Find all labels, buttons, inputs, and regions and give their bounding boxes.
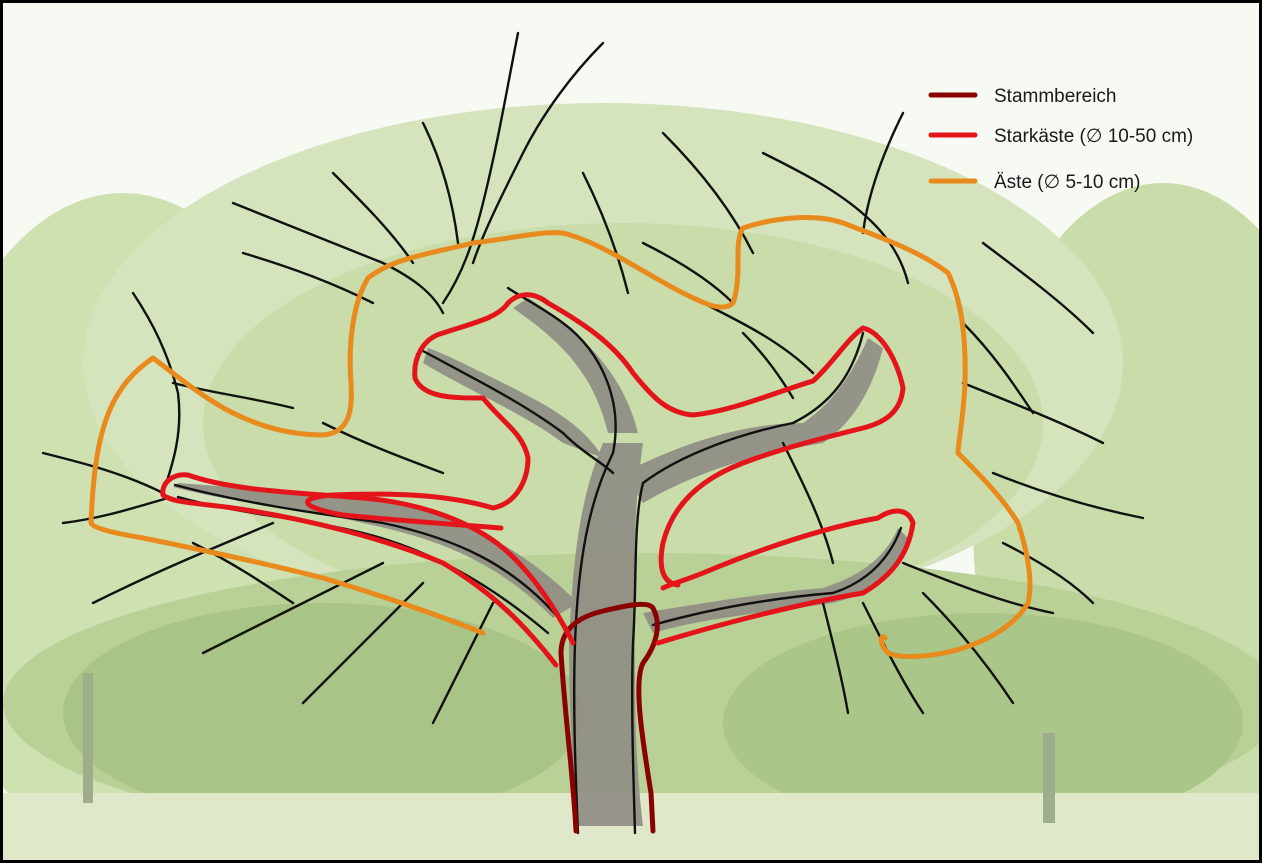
legend-label-trunk: Stammbereich: [994, 86, 1117, 107]
legend-label-strong-limbs: Starkäste (∅ 10-50 cm): [994, 126, 1193, 147]
fence-post: [83, 673, 93, 803]
hedge-shadow: [63, 603, 583, 823]
fence-post: [1043, 733, 1055, 823]
tree-diagram: Stammbereich Starkäste (∅ 10-50 cm) Äste…: [3, 3, 1259, 860]
legend-label-branches: Äste (∅ 5-10 cm): [994, 172, 1140, 193]
